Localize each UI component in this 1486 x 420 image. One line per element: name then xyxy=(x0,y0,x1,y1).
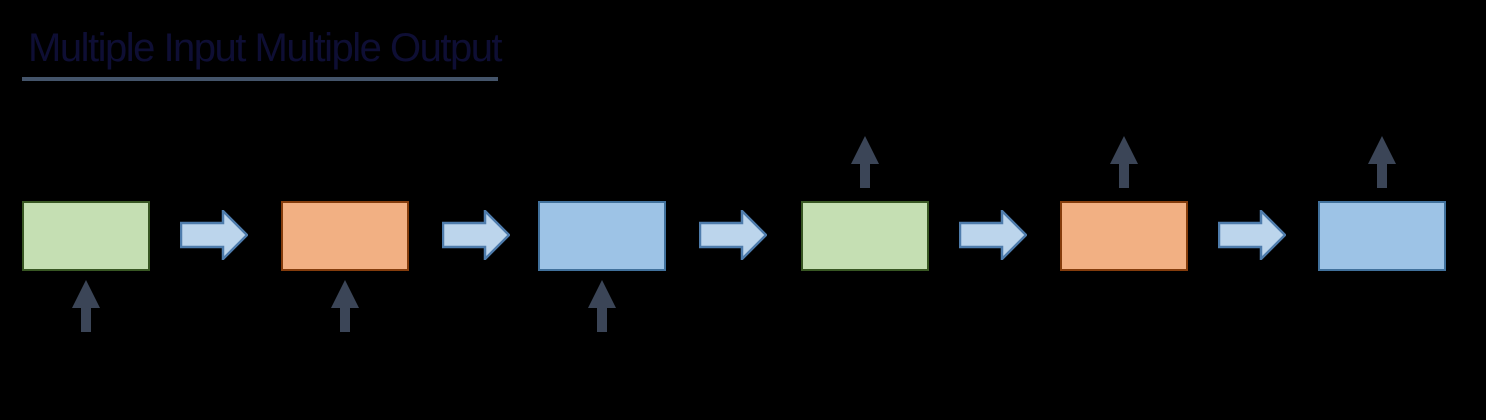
output-up-arrow-icon xyxy=(1368,136,1396,188)
right-arrow-shape xyxy=(1218,210,1286,260)
output-up-arrow-icon xyxy=(851,136,879,188)
right-arrow-shape xyxy=(699,210,767,260)
right-arrow-icon xyxy=(442,210,510,260)
right-arrow-icon xyxy=(959,210,1027,260)
right-arrow-icon xyxy=(180,210,248,260)
input-up-arrow-shape xyxy=(331,280,359,332)
input-up-arrow-shape xyxy=(588,280,616,332)
right-arrow-shape xyxy=(442,210,510,260)
input-up-arrow-shape xyxy=(72,280,100,332)
block-step-6-blue xyxy=(1318,201,1446,271)
right-arrow-shape xyxy=(180,210,248,260)
right-arrow-shape xyxy=(959,210,1027,260)
output-up-arrow-shape xyxy=(1110,136,1138,188)
input-up-arrow-icon xyxy=(331,280,359,332)
block-step-1-green xyxy=(22,201,150,271)
output-up-arrow-shape xyxy=(851,136,879,188)
input-up-arrow-icon xyxy=(588,280,616,332)
block-step-2-orange xyxy=(281,201,409,271)
block-step-5-orange xyxy=(1060,201,1188,271)
title-underline xyxy=(22,77,498,81)
block-step-4-green xyxy=(801,201,929,271)
block-step-3-blue xyxy=(538,201,666,271)
input-up-arrow-icon xyxy=(72,280,100,332)
output-up-arrow-shape xyxy=(1368,136,1396,188)
right-arrow-icon xyxy=(1218,210,1286,260)
output-up-arrow-icon xyxy=(1110,136,1138,188)
right-arrow-icon xyxy=(699,210,767,260)
page-title: Multiple Input Multiple Output xyxy=(28,26,503,70)
